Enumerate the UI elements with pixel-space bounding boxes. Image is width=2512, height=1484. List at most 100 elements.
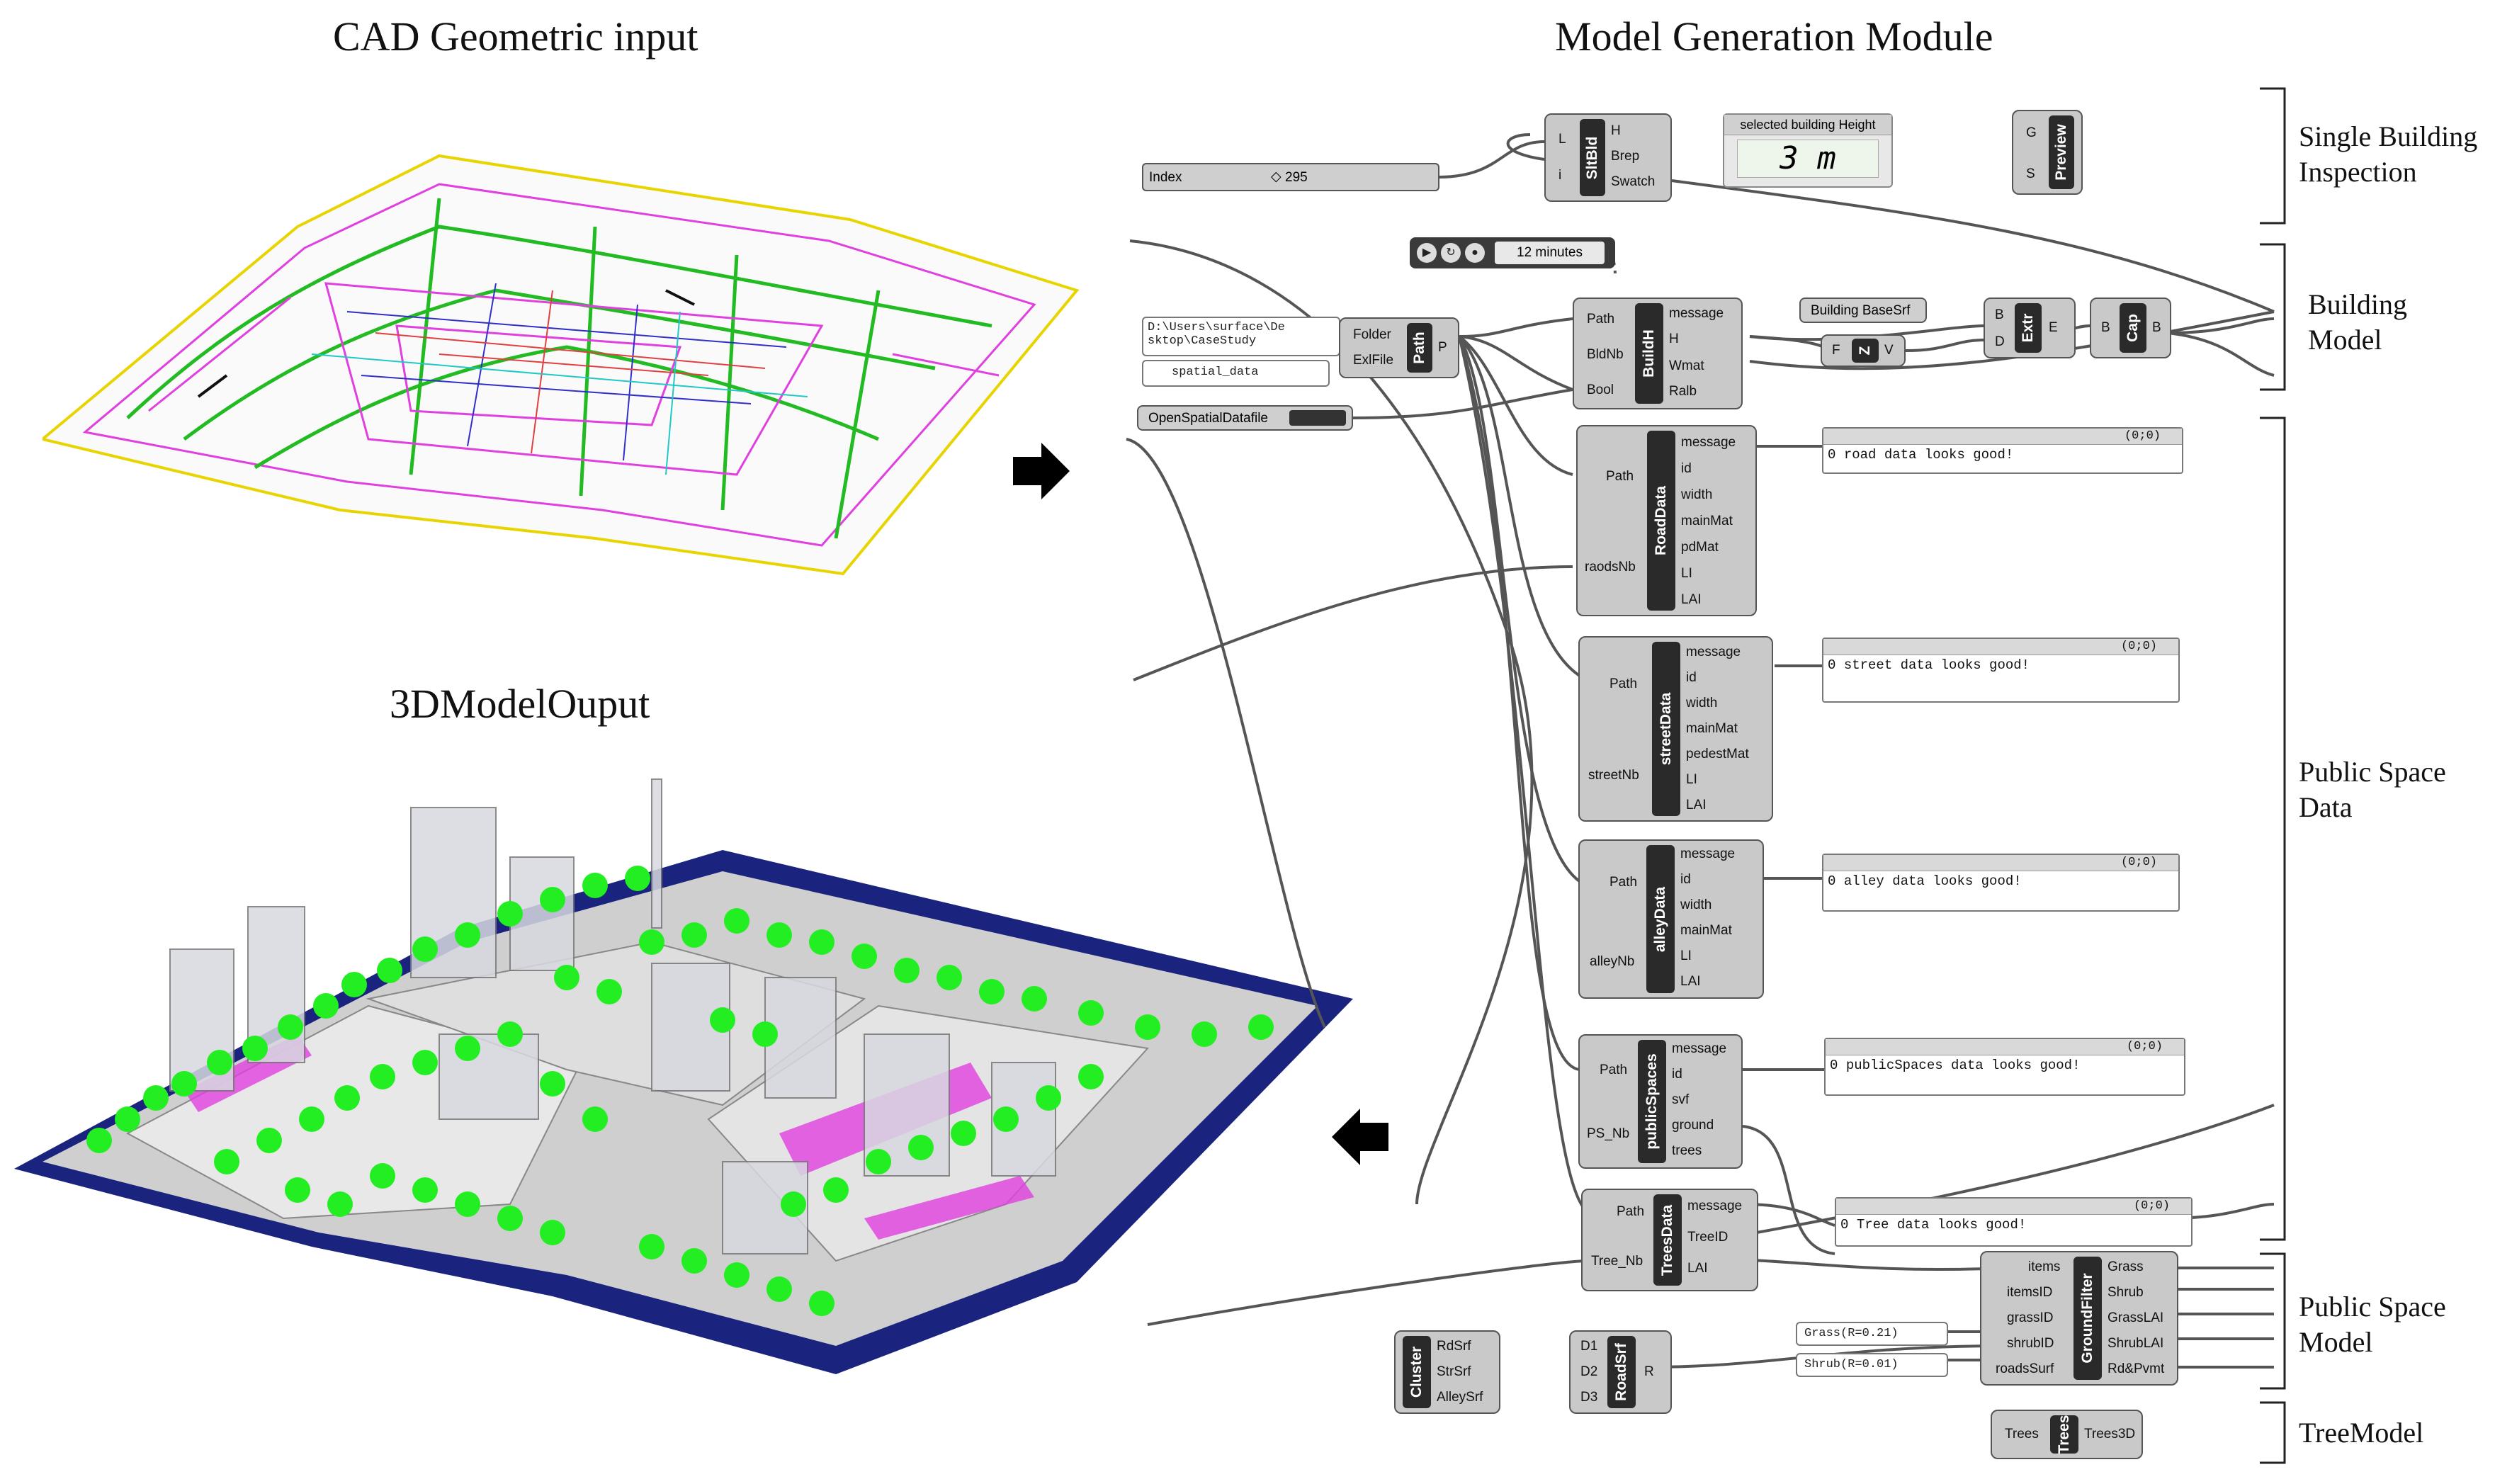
- component-treesdata[interactable]: Path Tree_Nb TreesData message TreeID LA…: [1581, 1189, 1758, 1291]
- selected-height-header: selected building Height: [1724, 115, 1891, 135]
- buildh-output-wmat: Wmat: [1669, 358, 1704, 373]
- building-basesrf-param[interactable]: Building BaseSrf: [1799, 298, 1927, 323]
- component-roadsrf[interactable]: D1 D2 D3 RoadSrf R: [1569, 1330, 1672, 1414]
- cap-input-b: B: [2101, 320, 2110, 335]
- alleydata-output-width: width: [1680, 897, 1712, 912]
- timer-control[interactable]: ▶ ↻ ● 12 minutes: [1410, 237, 1615, 268]
- road-data-panel: (0;0) 0 road data looks good!: [1822, 427, 2183, 474]
- roaddata-output-id: id: [1681, 461, 1692, 476]
- panel-index: 0: [1830, 1058, 1838, 1073]
- panel-index: 0: [1828, 447, 1836, 463]
- component-path[interactable]: Folder ExlFile Path P: [1339, 317, 1459, 378]
- component-z[interactable]: F Z V: [1821, 334, 1906, 367]
- cad-drawing: [43, 154, 1080, 576]
- cluster-output-alleysrf: AlleySrf: [1437, 1390, 1483, 1405]
- extr-input-d: D: [1995, 334, 2005, 349]
- section-public-space-data: Public Space Data: [2299, 756, 2446, 823]
- tree-data-panel: (0;0) 0 Tree data looks good!: [1835, 1197, 2193, 1247]
- path-output-p: P: [1438, 340, 1447, 355]
- roaddata-output-width: width: [1681, 487, 1713, 502]
- module-title: Model Generation Module: [1555, 13, 1993, 60]
- component-groundfilter[interactable]: items itemsID grassID shrubID roadsSurf …: [1980, 1251, 2178, 1386]
- shrub-param[interactable]: Shrub(R=0.01): [1796, 1353, 1948, 1377]
- component-extr[interactable]: B D Extr E: [1984, 298, 2076, 358]
- cluster-name: Cluster: [1408, 1346, 1425, 1398]
- component-trees[interactable]: Trees Trees Trees3D: [1991, 1410, 2143, 1459]
- section-brackets: [2260, 87, 2286, 1464]
- roaddata-input-path: Path: [1606, 469, 1634, 484]
- publicspaces-output-message: message: [1672, 1041, 1727, 1056]
- streetdata-output-width: width: [1686, 696, 1718, 710]
- groundfilter-input-roadssurf: roadsSurf: [1996, 1361, 2054, 1376]
- component-sltbld[interactable]: L i SltBld H Brep Swatch: [1544, 113, 1672, 202]
- model-output-title: 3DModelOuput: [390, 681, 650, 727]
- sltbld-input-l: L: [1558, 132, 1566, 147]
- panel-index: 0: [1828, 873, 1836, 889]
- groundfilter-input-itemsid: itemsID: [2007, 1285, 2053, 1300]
- alleydata-input-path: Path: [1609, 875, 1638, 890]
- treesdata-output-lai: LAI: [1687, 1261, 1708, 1276]
- component-roaddata[interactable]: Path raodsNb RoadData message id width m…: [1576, 425, 1757, 616]
- component-publicspaces[interactable]: Path PS_Nb publicSpaces message id svf g…: [1578, 1034, 1743, 1169]
- component-cluster[interactable]: Cluster RdSrf StrSrf AlleySrf: [1394, 1330, 1500, 1414]
- cap-output-b: B: [2152, 320, 2161, 335]
- panel-message: road data looks good!: [1843, 447, 2014, 463]
- reset-icon[interactable]: ↻: [1441, 243, 1461, 263]
- roaddata-output-li: LI: [1681, 566, 1692, 581]
- groundfilter-name: GroundFilter: [2079, 1273, 2095, 1364]
- diamond-icon: ◇: [1271, 169, 1282, 184]
- play-icon[interactable]: ▶: [1417, 243, 1437, 263]
- alleydata-output-li: LI: [1680, 948, 1692, 963]
- stop-icon[interactable]: ●: [1465, 243, 1485, 263]
- component-preview[interactable]: G S Preview: [2012, 110, 2083, 195]
- trees-name: Trees: [2056, 1415, 2072, 1454]
- cluster-output-rdsrf: RdSrf: [1437, 1339, 1471, 1354]
- timer-label: 12 minutes: [1495, 242, 1605, 264]
- component-buildh[interactable]: Path BldNb Bool BuildH message H Wmat Ra…: [1573, 298, 1743, 409]
- cluster-output-strsrf: StrSrf: [1437, 1364, 1471, 1379]
- section-tree-model: TreeModel: [2299, 1417, 2424, 1449]
- alleydata-output-lai: LAI: [1680, 974, 1701, 989]
- streetdata-output-li: LI: [1686, 772, 1697, 787]
- publicspaces-output-svf: svf: [1672, 1092, 1690, 1107]
- streetdata-input-path: Path: [1609, 676, 1638, 691]
- component-cap[interactable]: B Cap B: [2090, 298, 2171, 358]
- alleydata-input-alleynb: alleyNb: [1590, 954, 1635, 969]
- groundfilter-input-grassid: grassID: [2007, 1310, 2054, 1325]
- file-name-input[interactable]: spatial_data: [1142, 360, 1330, 387]
- groundfilter-output-shrublai: ShrubLAI: [2108, 1336, 2164, 1351]
- extr-name: Extr: [2020, 313, 2036, 343]
- publicspaces-output-ground: ground: [1672, 1118, 1714, 1133]
- trees-output-trees3d: Trees3D: [2084, 1427, 2136, 1441]
- streetdata-output-pedestmat: pedestMat: [1686, 747, 1749, 761]
- roadsrf-input-d2: D2: [1580, 1364, 1598, 1379]
- z-output-v: V: [1884, 343, 1894, 358]
- sltbld-input-i: i: [1558, 168, 1562, 183]
- treesdata-output-treeid: TreeID: [1687, 1230, 1729, 1245]
- arrow-right-icon: [1013, 443, 1070, 499]
- folder-path-input[interactable]: D:\Users\surface\De sktop\CaseStudy: [1142, 317, 1340, 356]
- grass-param[interactable]: Grass(R=0.21): [1796, 1322, 1948, 1346]
- sltbld-name: SltBld: [1584, 136, 1600, 179]
- panel-header: (0;0): [1823, 639, 2178, 655]
- arrow-left-icon: [1332, 1109, 1388, 1165]
- component-alleydata[interactable]: Path alleyNb alleyData message id width …: [1578, 839, 1764, 999]
- roaddata-output-message: message: [1681, 435, 1736, 450]
- roaddata-output-lai: LAI: [1681, 592, 1702, 607]
- publicspaces-name: publicSpaces: [1643, 1053, 1660, 1150]
- selected-height-panel: selected building Height 3 m: [1723, 113, 1893, 188]
- open-spatial-datafile-button[interactable]: OpenSpatialDatafile: [1137, 405, 1353, 431]
- index-slider[interactable]: Index 295 ◇: [1142, 163, 1439, 191]
- buildh-output-message: message: [1669, 306, 1724, 321]
- z-input-f: F: [1832, 343, 1840, 358]
- panel-header: (0;0): [1823, 855, 2178, 871]
- publicspaces-output-id: id: [1672, 1067, 1682, 1082]
- section-building-model: Building Model: [2308, 288, 2408, 356]
- trees-input-trees: Trees: [2005, 1427, 2039, 1441]
- roaddata-output-mainmat: mainMat: [1681, 514, 1733, 528]
- buildh-output-h: H: [1669, 332, 1679, 346]
- component-streetdata[interactable]: Path streetNb streetData message id widt…: [1578, 636, 1773, 822]
- buildh-input-path: Path: [1587, 312, 1615, 327]
- path-input-folder: Folder: [1353, 327, 1391, 342]
- streetdata-output-id: id: [1686, 670, 1697, 685]
